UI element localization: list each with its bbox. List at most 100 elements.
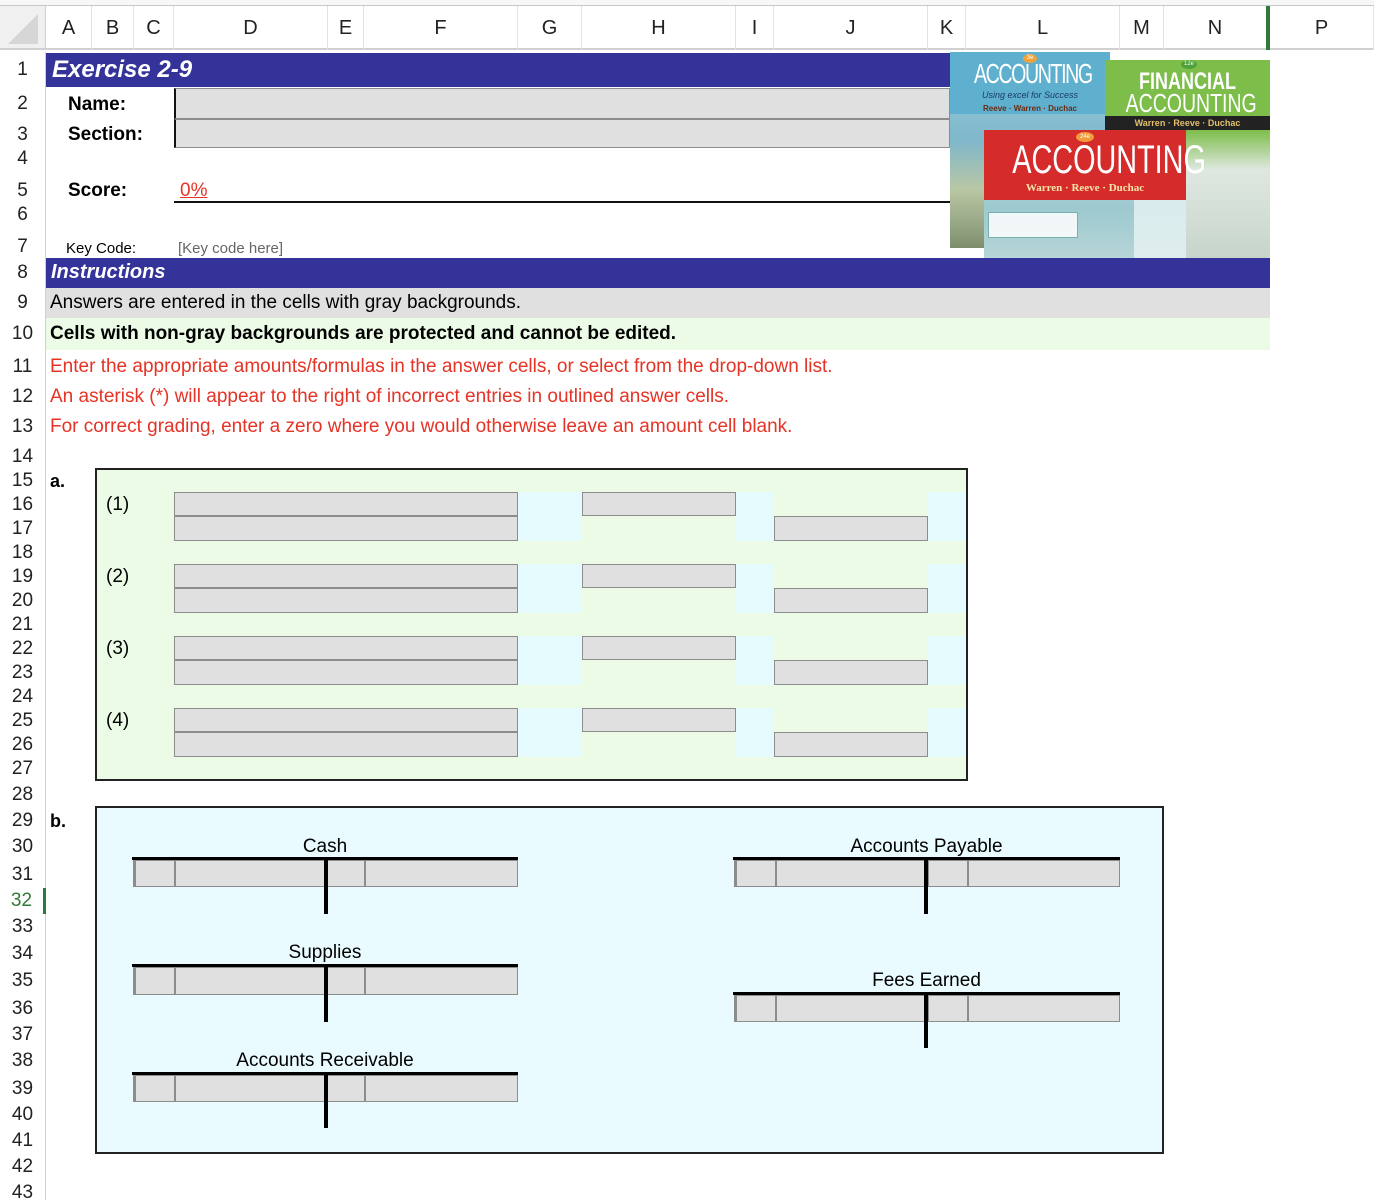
row-header-21[interactable]: 21: [0, 613, 46, 637]
row-header-23[interactable]: 23: [0, 661, 46, 685]
row-header-33[interactable]: 33: [0, 915, 46, 939]
row-header-5[interactable]: 5: [0, 179, 46, 203]
part-a-4-account-debit-input[interactable]: [174, 708, 518, 732]
row-header-43[interactable]: 43: [0, 1181, 46, 1200]
row-header-29[interactable]: 29: [0, 809, 46, 833]
column-header-h[interactable]: H: [582, 6, 736, 50]
row-header-14[interactable]: 14: [0, 445, 46, 469]
row-header-34[interactable]: 34: [0, 942, 46, 966]
t-account-supplies-debit-amount-input[interactable]: [175, 967, 325, 995]
row-header-15[interactable]: 15: [0, 469, 46, 493]
t-account-fees-earned-debit-amount-input[interactable]: [776, 995, 926, 1022]
part-a-1-account-debit-input[interactable]: [174, 492, 518, 516]
row-header-8[interactable]: 8: [0, 261, 46, 285]
t-account-supplies-credit-date-input[interactable]: [327, 967, 365, 995]
section-field[interactable]: [174, 119, 950, 148]
column-header-c[interactable]: C: [134, 6, 174, 50]
part-a-3-debit-amount-input[interactable]: [582, 636, 736, 660]
row-header-1[interactable]: 1: [0, 58, 46, 82]
row-header-24[interactable]: 24: [0, 685, 46, 709]
instruction-row-green: Cells with non-gray backgrounds are prot…: [46, 318, 1270, 350]
part-a-4-credit-amount-input[interactable]: [774, 732, 928, 757]
column-header-p[interactable]: P: [1270, 6, 1374, 50]
part-a-item-2-label: (2): [106, 566, 130, 587]
row-header-19[interactable]: 19: [0, 565, 46, 589]
exercise-title: Exercise 2-9: [52, 56, 193, 83]
column-header-i[interactable]: I: [736, 6, 774, 50]
column-header-e[interactable]: E: [328, 6, 364, 50]
part-a-4-account-credit-input[interactable]: [174, 732, 518, 757]
part-a-1-debit-amount-input[interactable]: [582, 492, 736, 516]
row-header-40[interactable]: 40: [0, 1103, 46, 1127]
row-header-16[interactable]: 16: [0, 493, 46, 517]
row-header-3[interactable]: 3: [0, 123, 46, 147]
row-header-27[interactable]: 27: [0, 757, 46, 781]
column-header-l[interactable]: L: [966, 6, 1120, 50]
column-header-k[interactable]: K: [928, 6, 966, 50]
row-header-35[interactable]: 35: [0, 969, 46, 993]
row-header-42[interactable]: 42: [0, 1155, 46, 1179]
part-a-3-credit-amount-input[interactable]: [774, 660, 928, 685]
keycode-value[interactable]: [Key code here]: [178, 240, 284, 257]
t-account-cash-debit-amount-input[interactable]: [175, 860, 325, 887]
row-header-13[interactable]: 13: [0, 415, 46, 439]
row-header-4[interactable]: 4: [0, 147, 46, 171]
column-header-b[interactable]: B: [92, 6, 134, 50]
t-account-ap-debit-date-input[interactable]: [734, 860, 776, 887]
t-account-ap-debit-amount-input[interactable]: [776, 860, 926, 887]
row-header-9[interactable]: 9: [0, 291, 46, 315]
row-header-26[interactable]: 26: [0, 733, 46, 757]
row-header-22[interactable]: 22: [0, 637, 46, 661]
part-a-3-account-debit-input[interactable]: [174, 636, 518, 660]
row-header-32[interactable]: 32: [0, 888, 46, 914]
column-header-m[interactable]: M: [1120, 6, 1164, 50]
column-header-n[interactable]: N: [1164, 6, 1270, 50]
t-account-cash-credit-amount-input[interactable]: [365, 860, 518, 887]
t-account-ar-debit-date-input[interactable]: [133, 1075, 175, 1102]
row-header-31[interactable]: 31: [0, 863, 46, 887]
column-header-d[interactable]: D: [174, 6, 328, 50]
part-a-2-debit-amount-input[interactable]: [582, 564, 736, 588]
t-account-ar-credit-date-input[interactable]: [327, 1075, 365, 1102]
row-header-25[interactable]: 25: [0, 709, 46, 733]
t-account-cash-debit-date-input[interactable]: [133, 860, 175, 887]
t-account-ap-credit-date-input[interactable]: [928, 860, 968, 887]
t-account-cash-credit-date-input[interactable]: [327, 860, 365, 887]
part-a-4-debit-amount-input[interactable]: [582, 708, 736, 732]
t-account-fees-earned-credit-date-input[interactable]: [928, 995, 968, 1022]
t-account-supplies-debit-date-input[interactable]: [133, 967, 175, 995]
row-header-18[interactable]: 18: [0, 541, 46, 565]
row-header-20[interactable]: 20: [0, 589, 46, 613]
name-field[interactable]: [174, 88, 950, 119]
t-account-ap-credit-amount-input[interactable]: [968, 860, 1120, 887]
column-header-f[interactable]: F: [364, 6, 518, 50]
row-header-6[interactable]: 6: [0, 203, 46, 227]
row-header-36[interactable]: 36: [0, 997, 46, 1021]
row-header-41[interactable]: 41: [0, 1129, 46, 1153]
part-a-2-account-credit-input[interactable]: [174, 588, 518, 613]
row-header-10[interactable]: 10: [0, 322, 46, 346]
part-a-1-credit-amount-input[interactable]: [774, 516, 928, 541]
t-account-fees-earned-credit-amount-input[interactable]: [968, 995, 1120, 1022]
row-header-12[interactable]: 12: [0, 385, 46, 409]
row-header-7[interactable]: 7: [0, 235, 46, 259]
row-header-11[interactable]: 11: [0, 355, 46, 379]
part-a-1-account-credit-input[interactable]: [174, 516, 518, 541]
part-a-2-credit-amount-input[interactable]: [774, 588, 928, 613]
column-header-j[interactable]: J: [774, 6, 928, 50]
row-header-2[interactable]: 2: [0, 92, 46, 116]
part-a-3-account-credit-input[interactable]: [174, 660, 518, 685]
row-header-17[interactable]: 17: [0, 517, 46, 541]
t-account-ar-credit-amount-input[interactable]: [365, 1075, 518, 1102]
row-header-28[interactable]: 28: [0, 783, 46, 807]
column-header-g[interactable]: G: [518, 6, 582, 50]
t-account-ar-debit-amount-input[interactable]: [175, 1075, 325, 1102]
row-header-30[interactable]: 30: [0, 835, 46, 859]
row-header-38[interactable]: 38: [0, 1049, 46, 1073]
column-header-a[interactable]: A: [46, 6, 92, 50]
row-header-39[interactable]: 39: [0, 1077, 46, 1101]
part-a-2-account-debit-input[interactable]: [174, 564, 518, 588]
row-header-37[interactable]: 37: [0, 1023, 46, 1047]
t-account-supplies-credit-amount-input[interactable]: [365, 967, 518, 995]
t-account-fees-earned-debit-date-input[interactable]: [734, 995, 776, 1022]
